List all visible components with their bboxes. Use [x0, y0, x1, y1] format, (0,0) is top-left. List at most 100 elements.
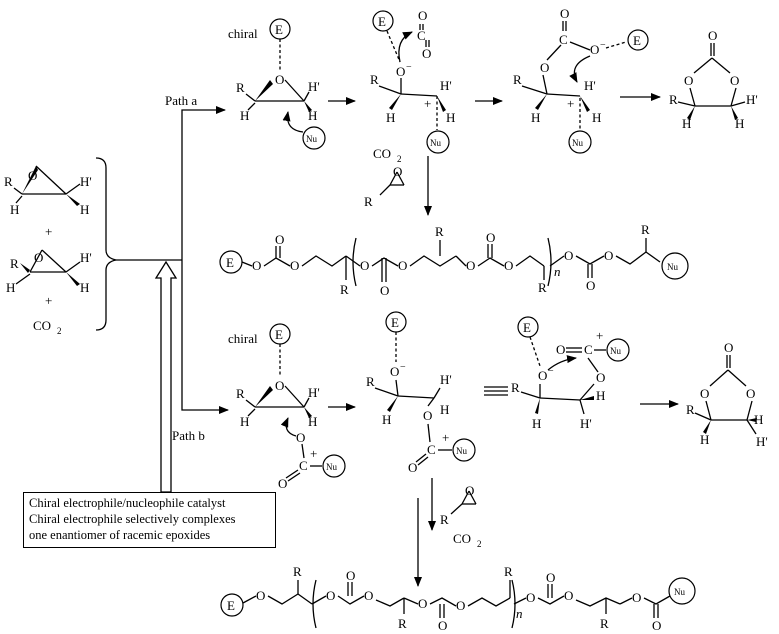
- svg-text:H: H: [754, 412, 763, 427]
- svg-text:+: +: [424, 96, 431, 111]
- svg-text:CO: CO: [453, 531, 471, 546]
- path-b-arrow: [181, 260, 229, 414]
- svg-text:O: O: [422, 46, 431, 61]
- svg-text:R: R: [686, 402, 695, 417]
- svg-text:O: O: [408, 460, 417, 475]
- cyclic-carbonate-product-a: O O O R H' H H: [669, 28, 758, 131]
- svg-text:−: −: [600, 40, 606, 51]
- svg-text:O: O: [708, 28, 717, 43]
- svg-text:O: O: [252, 258, 261, 273]
- polycarbonate-chain-b: E O R O O O R O O O R n O O O: [220, 564, 696, 633]
- co2-epoxide-reagents-a: CO 2 O R: [364, 146, 405, 209]
- svg-text:H': H': [308, 385, 320, 400]
- svg-text:O: O: [290, 258, 299, 273]
- cyclic-carbonate-product-b: O O O R H H H': [686, 340, 768, 449]
- svg-text:H': H': [580, 416, 592, 431]
- racemic-epoxide-2: R O H' H H: [6, 249, 92, 295]
- svg-text:CO: CO: [33, 318, 51, 333]
- svg-text:O: O: [28, 168, 37, 183]
- svg-text:H: H: [386, 110, 395, 125]
- svg-text:H': H': [756, 434, 768, 449]
- svg-text:R: R: [538, 280, 547, 295]
- svg-text:Nu: Nu: [430, 138, 441, 148]
- co2-reagent: CO 2: [33, 318, 62, 336]
- chiral-label-a: chiral: [228, 26, 258, 41]
- svg-text:E: E: [391, 315, 399, 330]
- svg-text:R: R: [4, 174, 13, 189]
- svg-text:H: H: [446, 110, 455, 125]
- epoxide-complex-a: E O R H' H H Nu: [236, 18, 326, 150]
- svg-text:R: R: [236, 80, 245, 95]
- svg-text:+: +: [310, 446, 317, 461]
- svg-text:O: O: [632, 590, 641, 605]
- svg-text:O: O: [360, 258, 369, 273]
- svg-text:H: H: [682, 116, 691, 131]
- conformer-intermediate-b: E O − O C + Nu O R H H H': [511, 316, 630, 431]
- svg-text:O: O: [730, 73, 739, 88]
- svg-text:H: H: [240, 108, 249, 123]
- reactant-bracket: [95, 157, 117, 331]
- svg-text:R: R: [440, 512, 449, 527]
- path-a-arrow: [181, 106, 226, 260]
- svg-text:n: n: [554, 264, 561, 279]
- svg-text:−: −: [548, 366, 554, 377]
- svg-text:O: O: [380, 283, 389, 298]
- plus-sign: +: [45, 224, 52, 239]
- svg-text:R: R: [669, 92, 678, 107]
- svg-text:E: E: [275, 327, 283, 342]
- svg-text:H: H: [80, 280, 89, 295]
- path-a-label: Path a: [165, 93, 197, 108]
- svg-text:R: R: [513, 72, 522, 87]
- svg-text:E: E: [378, 14, 386, 29]
- svg-text:Nu: Nu: [667, 262, 678, 272]
- svg-text:H: H: [532, 416, 541, 431]
- svg-text:H': H': [80, 250, 92, 265]
- svg-text:O: O: [486, 230, 495, 245]
- svg-text:O: O: [418, 8, 427, 23]
- svg-text:O: O: [746, 386, 755, 401]
- svg-text:E: E: [227, 598, 235, 613]
- svg-text:O: O: [326, 588, 335, 603]
- svg-text:O: O: [275, 232, 284, 247]
- svg-text:H: H: [735, 116, 744, 131]
- svg-text:CO: CO: [373, 146, 391, 161]
- svg-text:H: H: [440, 402, 449, 417]
- svg-text:R: R: [10, 256, 19, 271]
- svg-text:O: O: [438, 618, 447, 633]
- svg-text:R: R: [236, 386, 245, 401]
- svg-text:O: O: [393, 164, 402, 179]
- svg-text:O: O: [504, 258, 513, 273]
- svg-text:O: O: [546, 570, 555, 585]
- svg-text:R: R: [511, 380, 520, 395]
- svg-text:O: O: [396, 64, 405, 79]
- path-b-label: Path b: [172, 428, 205, 443]
- svg-text:O: O: [418, 596, 427, 611]
- svg-text:O: O: [560, 6, 569, 21]
- catalyst-line-3: one enantiomer of racemic epoxides: [29, 528, 211, 542]
- svg-text:O: O: [275, 72, 284, 87]
- svg-text:H: H: [531, 110, 540, 125]
- svg-text:R: R: [600, 616, 609, 631]
- svg-text:n: n: [516, 606, 523, 621]
- svg-text:R: R: [340, 282, 349, 297]
- svg-text:Nu: Nu: [326, 462, 337, 472]
- svg-text:O: O: [364, 588, 373, 603]
- svg-text:C: C: [427, 442, 436, 457]
- svg-text:Nu: Nu: [674, 587, 685, 597]
- svg-text:O: O: [34, 250, 43, 265]
- svg-text:C: C: [417, 28, 426, 43]
- svg-text:R: R: [366, 374, 375, 389]
- carbonate-intermediate-a: O C O − E O R H H' H + Nu: [513, 6, 649, 154]
- svg-text:E: E: [523, 320, 531, 335]
- svg-text:O: O: [652, 618, 661, 633]
- svg-text:C: C: [299, 458, 308, 473]
- catalyst-hollow-arrow: [154, 260, 178, 493]
- svg-text:H: H: [6, 280, 15, 295]
- svg-text:O: O: [604, 248, 613, 263]
- catalyst-line-1: Chiral electrophile/nucleophile catalyst: [29, 496, 226, 510]
- svg-text:E: E: [275, 22, 283, 37]
- plus-sign: +: [45, 293, 52, 308]
- svg-text:O: O: [390, 364, 399, 379]
- svg-text:H: H: [308, 414, 317, 429]
- svg-text:O: O: [256, 588, 265, 603]
